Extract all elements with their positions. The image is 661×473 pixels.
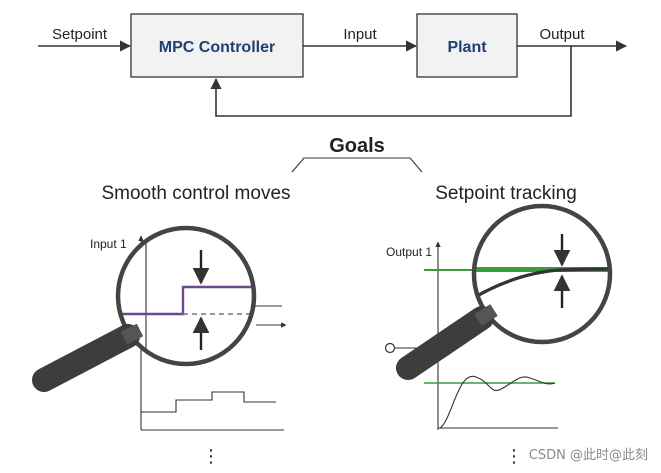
plant-block bbox=[416, 13, 518, 78]
left-lower-signal bbox=[141, 391, 276, 413]
left-magnifier-handle bbox=[32, 324, 140, 392]
right-axis-label: Output 1 bbox=[386, 245, 432, 259]
left-magnifier-neck bbox=[120, 323, 144, 345]
goals-title: Goals bbox=[329, 135, 385, 157]
input-label: Input bbox=[343, 26, 377, 43]
right-magnifier-handle bbox=[396, 306, 494, 380]
watermark: CSDN @此时@此刻 bbox=[529, 448, 648, 463]
plant-label: Plant bbox=[447, 39, 487, 56]
block-diagram: Setpoint MPC Controller Input Plant Outp… bbox=[38, 13, 628, 117]
left-lens-step-input bbox=[118, 285, 254, 316]
left-goal-label: Smooth control moves bbox=[101, 183, 290, 204]
goals-bracket bbox=[291, 157, 423, 173]
left-magnifier bbox=[32, 225, 257, 392]
right-plot: Output 1 ⋮ bbox=[384, 241, 558, 466]
right-lens-reference-band bbox=[474, 267, 610, 272]
right-axis-origin-marker bbox=[384, 342, 396, 354]
feedback-loop-arrow bbox=[210, 46, 572, 117]
right-ellipsis: ⋮ bbox=[505, 446, 523, 466]
right-lens-response bbox=[474, 267, 610, 302]
left-axis-label: Input 1 bbox=[90, 237, 127, 251]
setpoint-label: Setpoint bbox=[52, 26, 108, 43]
right-oscillating-response bbox=[439, 375, 556, 429]
right-lens-rim bbox=[471, 203, 613, 345]
left-lens-fill bbox=[118, 228, 254, 364]
left-lens-rim bbox=[115, 225, 257, 367]
right-goal-label: Setpoint tracking bbox=[435, 183, 577, 204]
output-label: Output bbox=[539, 26, 585, 43]
left-ellipsis: ⋮ bbox=[202, 446, 220, 466]
right-magnifier bbox=[396, 203, 613, 380]
mpc-controller-label: MPC Controller bbox=[159, 39, 275, 56]
right-magnifier-neck bbox=[474, 304, 498, 326]
right-lens-fill bbox=[474, 206, 610, 342]
goals-header: Goals Smooth control moves Setpoint trac… bbox=[101, 135, 576, 204]
